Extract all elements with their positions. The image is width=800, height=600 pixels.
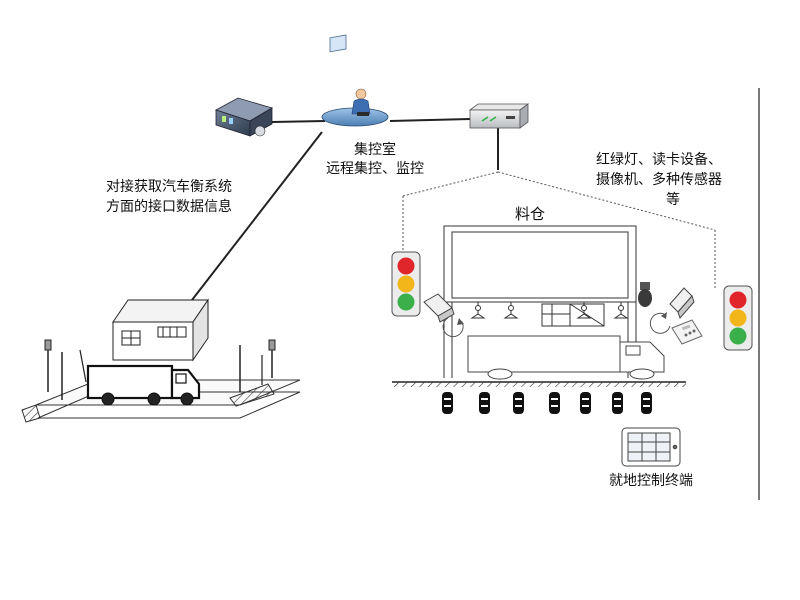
bollard-icon: [612, 392, 623, 414]
network-switch-icon: [468, 103, 530, 129]
bollard-row: [442, 392, 652, 414]
camera-icon-right: [649, 287, 695, 334]
control-room-title: 集控室: [354, 141, 396, 158]
bollard-icon: [549, 392, 560, 414]
interface-text-line2: 方面的接口数据信息: [106, 198, 232, 215]
camera-icon-left: [423, 293, 464, 338]
devices-text-line1: 红绿灯、读卡设备、: [596, 151, 722, 168]
truck-icon: [86, 364, 201, 406]
bollard-icon: [479, 392, 490, 414]
card-reader-icon: [671, 319, 703, 345]
chute-icon: [541, 303, 605, 327]
dome-camera-icon: [638, 282, 652, 307]
operator-workstation-icon: [321, 34, 389, 127]
sensor-icon: [470, 302, 486, 319]
bollard-icon: [513, 392, 524, 414]
server-to-operator-link: [271, 120, 326, 123]
sensor-icon: [613, 302, 629, 319]
control-terminal-icon: [621, 427, 681, 467]
control-room-subtitle: 远程集控、监控: [326, 160, 424, 177]
silo-label: 料仓: [515, 205, 545, 223]
silo-truck-icon: [467, 335, 665, 380]
interface-text-line1: 对接获取汽车衡系统: [106, 178, 232, 195]
devices-text-line3: 等: [666, 191, 680, 208]
scale-terminal-icon: [112, 298, 209, 362]
operator-to-switch-link: [389, 118, 471, 122]
bollard-icon: [442, 392, 453, 414]
sensor-icon: [503, 302, 519, 319]
network-links: [191, 118, 499, 301]
sensor-icon-group: [470, 302, 629, 319]
bollard-icon: [580, 392, 591, 414]
server-icon: [214, 97, 273, 137]
ground: [392, 381, 686, 387]
bollard-icon: [641, 392, 652, 414]
terminal-label: 就地控制终端: [609, 473, 693, 489]
traffic-light-icon-right: [723, 285, 753, 351]
devices-text-line2: 摄像机、多种传感器: [596, 171, 722, 188]
sensor-icon: [576, 302, 592, 319]
operator-to-scale-link: [191, 131, 323, 301]
dashed-links: [402, 171, 716, 288]
traffic-light-icon-left: [391, 251, 421, 317]
